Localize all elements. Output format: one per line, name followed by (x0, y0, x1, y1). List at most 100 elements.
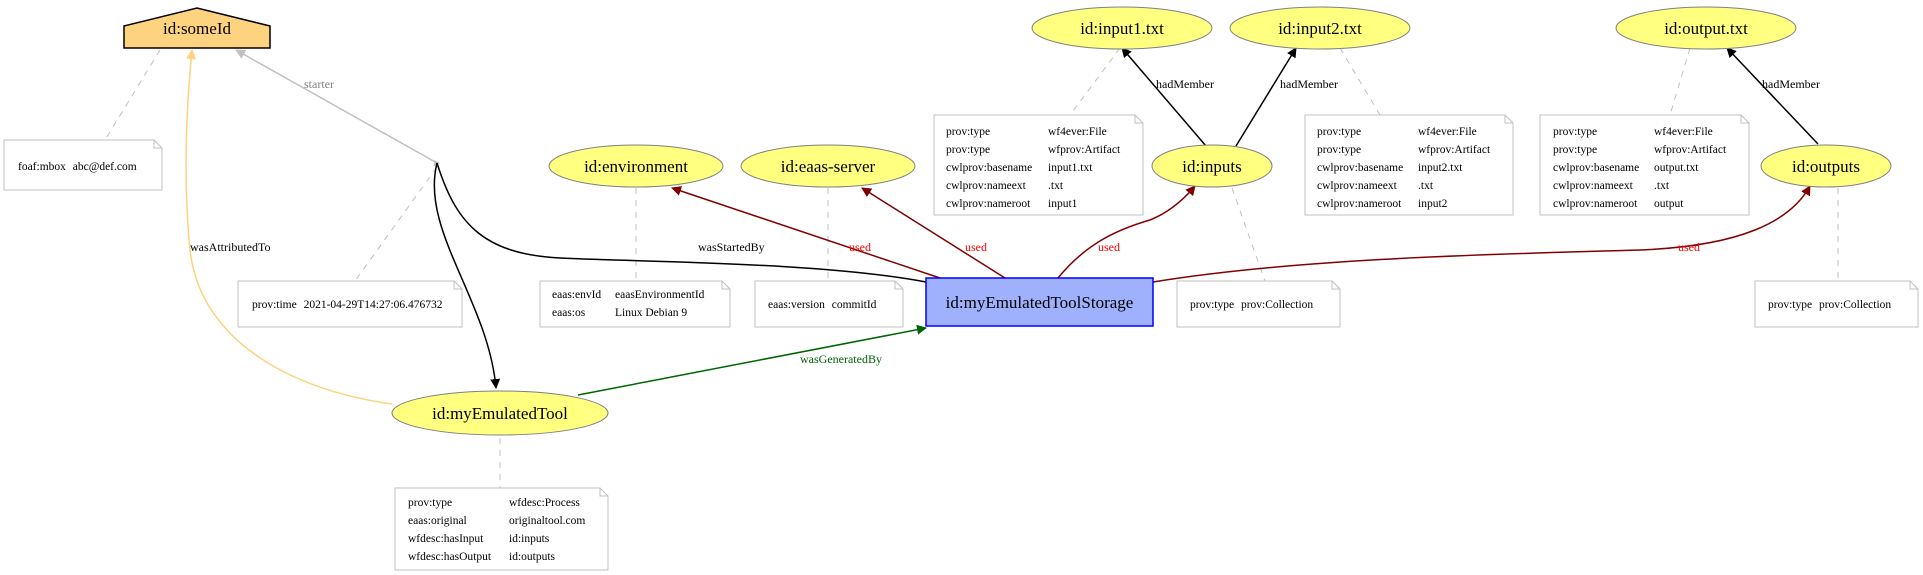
note-row: cwlprov:nameext (1317, 180, 1398, 192)
note-row: prov:type (1317, 126, 1361, 138)
note-row: prov:type (1553, 144, 1597, 156)
note-value: output (1654, 198, 1684, 210)
note-inputs: prov:type prov:Collection (1176, 280, 1341, 328)
note-output: prov:type wf4ever:File prov:type wfprov:… (1539, 114, 1750, 216)
entity-inputs[interactable]: id:inputs (1151, 144, 1273, 188)
node-label: id:output.txt (1664, 19, 1748, 38)
node-label: id:outputs (1792, 157, 1860, 176)
note-row: cwlprov:basename (1553, 162, 1639, 174)
note-row: prov:type (1553, 126, 1597, 138)
edge-starter (235, 49, 438, 164)
note-connectors (104, 47, 1839, 488)
note-outputs: prov:type prov:Collection (1754, 280, 1919, 328)
edge-label-used: used (1098, 240, 1120, 254)
note-value: wfdesc:Process (509, 497, 580, 509)
note-value: wf4ever:File (1654, 126, 1713, 138)
note-value: wf4ever:File (1418, 126, 1477, 138)
note-row: wfdesc:hasOutput (408, 551, 492, 563)
entity-eaas-server[interactable]: id:eaas-server (740, 144, 916, 188)
edge-used-outputs (1152, 185, 1811, 283)
note-value: input1 (1048, 198, 1078, 210)
note-row: foaf:mbox abc@def.com (18, 161, 137, 173)
edge-label-used: used (849, 240, 871, 254)
node-label: id:eaas-server (781, 157, 876, 176)
note-row: cwlprov:nameroot (1553, 198, 1638, 210)
edge-label-was-generated-by: wasGeneratedBy (800, 352, 882, 366)
node-label: id:environment (584, 157, 688, 176)
note-value: prov:Collection (1819, 299, 1891, 311)
edge-had-member-input2 (1235, 47, 1297, 147)
entity-tool[interactable]: id:myEmulatedTool (391, 390, 609, 436)
edge-used-inputs (1057, 185, 1196, 279)
note-value: 2021-04-29T14:27:06.476732 (304, 299, 443, 311)
note-row: prov:type prov:Collection (1768, 299, 1891, 311)
note-tool: prov:type wfdesc:Process eaas:original o… (394, 487, 609, 571)
node-label: id:myEmulatedTool (432, 404, 568, 423)
node-label: id:input2.txt (1278, 19, 1362, 38)
note-input1: prov:type wf4ever:File prov:type wfprov:… (933, 114, 1144, 216)
note-environment: eaas:envId eaasEnvironmentId eaas:os Lin… (539, 280, 731, 328)
edges (185, 47, 1819, 405)
entity-input1[interactable]: id:input1.txt (1031, 6, 1213, 50)
note-row: eaas:os (552, 307, 586, 319)
agent-some-id[interactable]: id:someId (123, 7, 271, 49)
note-value: .txt (1418, 180, 1434, 192)
activity-storage[interactable]: id:myEmulatedToolStorage (925, 277, 1154, 327)
nodes: id:someId id:input1.txt id:input2.txt id… (123, 6, 1892, 436)
note-value: wfprov:Artifact (1048, 144, 1121, 156)
edge-was-attributed-to (185, 49, 393, 405)
note-connector-input2 (1339, 47, 1381, 116)
entity-outputs[interactable]: id:outputs (1760, 144, 1892, 188)
note-connector-output (1669, 47, 1691, 116)
entity-environment[interactable]: id:environment (548, 144, 724, 188)
note-key: prov:type (1190, 299, 1234, 311)
note-row: prov:type (408, 497, 452, 509)
note-row: wfdesc:hasInput (408, 533, 484, 545)
note-value: output.txt (1654, 162, 1699, 174)
node-label: id:someId (163, 19, 231, 38)
note-value: id:outputs (509, 551, 556, 563)
entity-output[interactable]: id:output.txt (1615, 6, 1797, 50)
note-row: prov:type (946, 126, 990, 138)
note-connector-time (354, 166, 438, 282)
note-row: cwlprov:nameext (946, 180, 1027, 192)
note-key: eaas:version (768, 299, 825, 311)
edge-was-started-by (436, 162, 927, 283)
edge-used-eaas-server (861, 187, 1006, 279)
edge-label-was-attributed-to: wasAttributedTo (190, 240, 270, 254)
note-row: prov:time 2021-04-29T14:27:06.476732 (252, 299, 443, 311)
note-row: cwlprov:nameroot (946, 198, 1031, 210)
note-key: prov:time (252, 299, 297, 311)
note-row: prov:type prov:Collection (1190, 299, 1313, 311)
note-row: eaas:original (408, 515, 467, 527)
note-value: input1.txt (1048, 162, 1093, 174)
edge-label-starter: starter (304, 77, 334, 91)
note-mbox: foaf:mbox abc@def.com (3, 139, 163, 191)
note-key: prov:type (1768, 299, 1812, 311)
note-time: prov:time 2021-04-29T14:27:06.476732 (237, 280, 463, 328)
note-row: prov:type (1317, 144, 1361, 156)
note-key: foaf:mbox (18, 161, 66, 173)
note-row: eaas:envId (552, 289, 601, 301)
note-row: cwlprov:nameroot (1317, 198, 1402, 210)
node-label: id:inputs (1182, 157, 1242, 176)
edge-was-generated-by (577, 324, 927, 396)
note-value: prov:Collection (1241, 299, 1313, 311)
note-value: input2 (1418, 198, 1448, 210)
entity-input2[interactable]: id:input2.txt (1229, 6, 1411, 50)
edge-had-member-output (1726, 47, 1819, 145)
note-value: Linux Debian 9 (615, 307, 687, 319)
note-connector-mbox (104, 49, 161, 141)
note-value: originaltool.com (509, 515, 585, 527)
edge-used-environment (671, 186, 941, 279)
note-connector-inputs (1231, 187, 1266, 282)
edge-had-member-input1 (1121, 47, 1207, 147)
note-row: cwlprov:nameext (1553, 180, 1634, 192)
note-row: eaas:version commitId (768, 299, 877, 311)
node-label: id:myEmulatedToolStorage (946, 293, 1134, 312)
note-value: commitId (832, 299, 877, 311)
note-eaas-server: eaas:version commitId (754, 280, 904, 328)
edge-label-had-member: hadMember (1156, 77, 1214, 91)
node-label: id:input1.txt (1080, 19, 1164, 38)
note-value: wf4ever:File (1048, 126, 1107, 138)
